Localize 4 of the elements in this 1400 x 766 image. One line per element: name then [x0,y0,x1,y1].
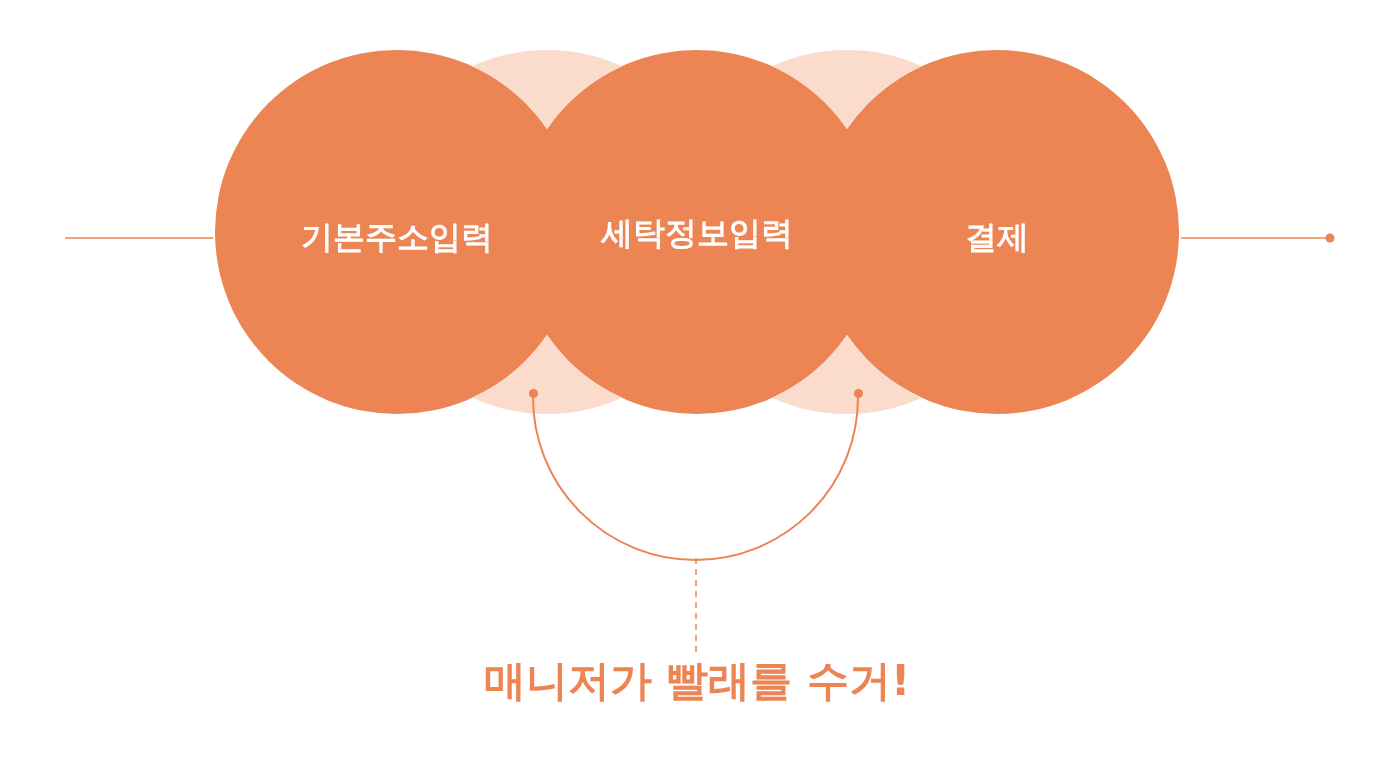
connector-line [1180,233,1335,243]
connector-line [64,237,214,239]
connector-arc [532,396,859,561]
caption-text: 매니저가 빨래를 수거! [483,656,911,707]
